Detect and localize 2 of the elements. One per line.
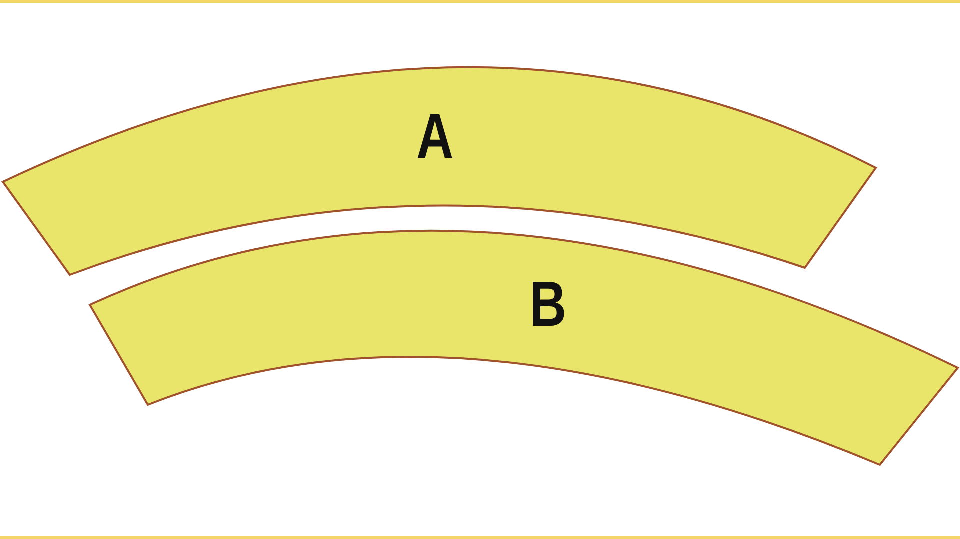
band-letter: A — [416, 104, 454, 168]
band-letter: B — [530, 272, 567, 336]
